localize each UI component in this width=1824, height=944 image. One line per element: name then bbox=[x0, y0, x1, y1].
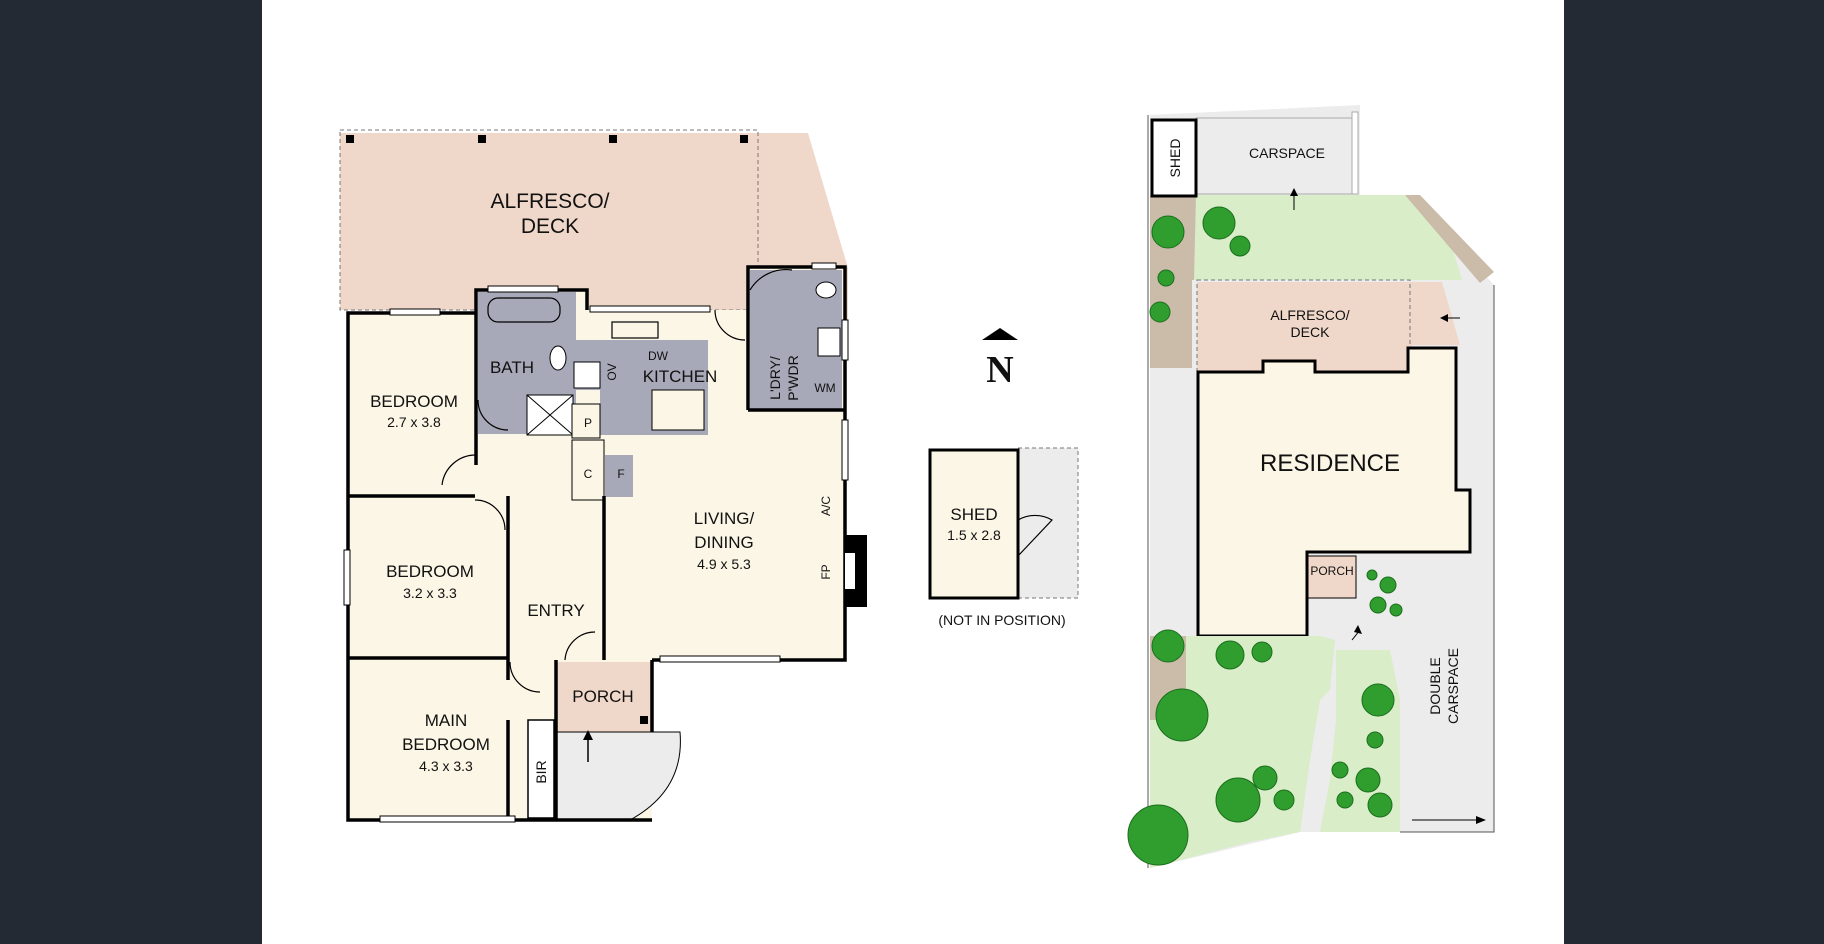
main-bedroom-name-line1: MAIN bbox=[425, 711, 468, 730]
cupboard-label: C bbox=[584, 467, 593, 481]
site-porch-label: PORCH bbox=[1310, 564, 1353, 578]
site-residence[interactable] bbox=[1196, 346, 1472, 638]
shed-note: (NOT IN POSITION) bbox=[938, 612, 1065, 628]
alfresco-label-line2: DECK bbox=[521, 215, 579, 238]
alfresco-deck bbox=[340, 133, 848, 330]
fireplace-label: FP bbox=[819, 564, 833, 579]
bedroom1-name: BEDROOM bbox=[370, 392, 458, 411]
fridge-area bbox=[605, 455, 633, 497]
site-shed[interactable] bbox=[1150, 118, 1198, 198]
living-name-line2: DINING bbox=[694, 533, 754, 552]
site-alfresco-label-line1: ALFRESCO/ bbox=[1270, 307, 1349, 323]
main-bedroom-size: 4.3 x 3.3 bbox=[419, 758, 473, 774]
bedroom2-name: BEDROOM bbox=[386, 562, 474, 581]
site-plan: SHED CARSPACE ALFRESCO/ DECK RESIDENCE P… bbox=[1127, 105, 1495, 868]
laundry-label-line1: L'DRY/ bbox=[767, 356, 783, 400]
porch-area bbox=[556, 662, 652, 732]
shed-plan: SHED 1.5 x 2.8 (NOT IN POSITION) bbox=[928, 447, 1079, 628]
porch-label: PORCH bbox=[572, 687, 633, 706]
north-compass: N bbox=[982, 328, 1018, 391]
house-floor bbox=[348, 267, 845, 820]
dishwasher-label: DW bbox=[648, 349, 669, 363]
site-shed-label: SHED bbox=[1167, 139, 1183, 178]
site-carspace-label: CARSPACE bbox=[1249, 145, 1325, 161]
kitchen-label: KITCHEN bbox=[643, 367, 718, 386]
shed-building bbox=[928, 448, 1020, 600]
bir-label: BIR bbox=[533, 760, 549, 783]
alfresco-label-line1: ALFRESCO/ bbox=[490, 190, 609, 213]
fridge-label: F bbox=[617, 467, 624, 481]
site-alfresco bbox=[1197, 282, 1412, 372]
site-residence-label: RESIDENCE bbox=[1260, 450, 1400, 477]
site-lawn-top bbox=[1194, 195, 1462, 280]
entry-label: ENTRY bbox=[527, 601, 584, 620]
pantry-label: P bbox=[584, 416, 592, 430]
bedroom1-size: 2.7 x 3.8 bbox=[387, 414, 441, 430]
aircon-label: A/C bbox=[819, 496, 833, 516]
north-arrow-icon bbox=[982, 328, 1018, 340]
shed-size: 1.5 x 2.8 bbox=[947, 527, 1001, 543]
bedroom2-size: 3.2 x 3.3 bbox=[403, 585, 457, 601]
washing-machine-label: WM bbox=[814, 381, 835, 395]
main-floor-plan: ALFRESCO/ DECK BATH KITCHEN DW OV L'DRY/… bbox=[339, 129, 867, 823]
oven-label: OV bbox=[605, 363, 619, 380]
site-alfresco-label-line2: DECK bbox=[1291, 324, 1331, 340]
north-label: N bbox=[986, 349, 1013, 391]
main-bedroom-name-line2: BEDROOM bbox=[402, 735, 490, 754]
living-name-line1: LIVING/ bbox=[694, 509, 755, 528]
shed-name: SHED bbox=[950, 505, 997, 524]
living-size: 4.9 x 5.3 bbox=[697, 556, 751, 572]
site-trees bbox=[1127, 206, 1403, 866]
bath-label: BATH bbox=[490, 358, 534, 377]
site-double-carspace-line2: CARSPACE bbox=[1445, 648, 1461, 724]
site-double-carspace-line1: DOUBLE bbox=[1427, 657, 1443, 715]
laundry-label-line2: P'WDR bbox=[785, 355, 801, 400]
